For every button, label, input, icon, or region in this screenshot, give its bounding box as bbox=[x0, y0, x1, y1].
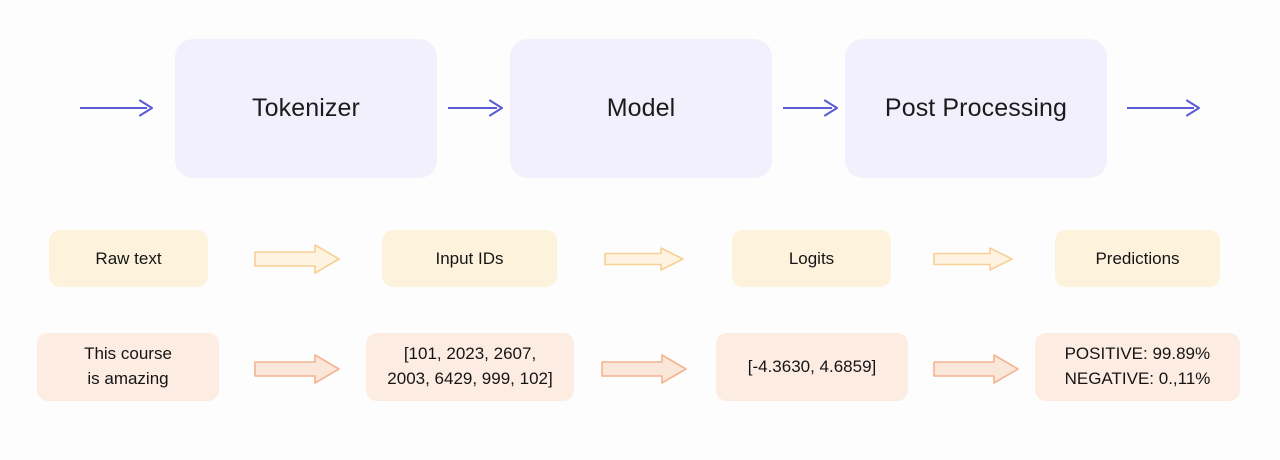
value-label-input-ids: [101, 2023, 2607, 2003, 6429, 999, 102] bbox=[387, 344, 553, 388]
value-label-logits: [-4.3630, 4.6859] bbox=[747, 356, 877, 376]
value-box-input-ids[interactable]: [101, 2023, 2607, 2003, 6429, 999, 102] bbox=[366, 333, 574, 401]
stage-box-tokenizer[interactable]: Tokenizer bbox=[175, 39, 437, 178]
block-arrow-rawtext-inputids-icon bbox=[254, 244, 340, 274]
block-arrow-text-ids-icon bbox=[254, 354, 340, 384]
arrow-tokenizer-model-icon bbox=[448, 99, 504, 117]
name-box-logits[interactable]: Logits bbox=[732, 230, 891, 287]
name-label-input-ids: Input IDs bbox=[435, 248, 504, 268]
name-label-predictions: Predictions bbox=[1095, 248, 1180, 268]
name-box-input-ids[interactable]: Input IDs bbox=[382, 230, 557, 287]
value-label-raw-text: This course is amazing bbox=[84, 344, 172, 388]
value-box-logits[interactable]: [-4.3630, 4.6859] bbox=[716, 333, 908, 401]
value-box-raw-text[interactable]: This course is amazing bbox=[37, 333, 219, 401]
block-arrow-logits-predictions-icon bbox=[933, 247, 1013, 271]
arrow-in-tokenizer-icon bbox=[80, 99, 154, 117]
name-box-raw-text[interactable]: Raw text bbox=[49, 230, 208, 287]
block-arrow-inputids-logits-icon bbox=[604, 247, 684, 271]
name-label-logits: Logits bbox=[788, 248, 835, 268]
stage-label-tokenizer: Tokenizer bbox=[252, 93, 360, 122]
arrow-postprocessing-out-icon bbox=[1127, 99, 1201, 117]
name-label-raw-text: Raw text bbox=[95, 248, 162, 268]
stage-box-model[interactable]: Model bbox=[510, 39, 772, 178]
value-box-predictions[interactable]: POSITIVE: 99.89% NEGATIVE: 0.,11% bbox=[1035, 333, 1240, 401]
stage-label-post-processing: Post Processing bbox=[884, 93, 1068, 122]
block-arrow-logits-preds-icon bbox=[933, 354, 1019, 384]
name-box-predictions[interactable]: Predictions bbox=[1055, 230, 1220, 287]
arrow-model-postprocessing-icon bbox=[783, 99, 839, 117]
stage-box-post-processing[interactable]: Post Processing bbox=[845, 39, 1107, 178]
block-arrow-ids-logits-icon bbox=[601, 354, 687, 384]
stage-label-model: Model bbox=[606, 93, 676, 122]
value-label-predictions: POSITIVE: 99.89% NEGATIVE: 0.,11% bbox=[1064, 344, 1211, 388]
